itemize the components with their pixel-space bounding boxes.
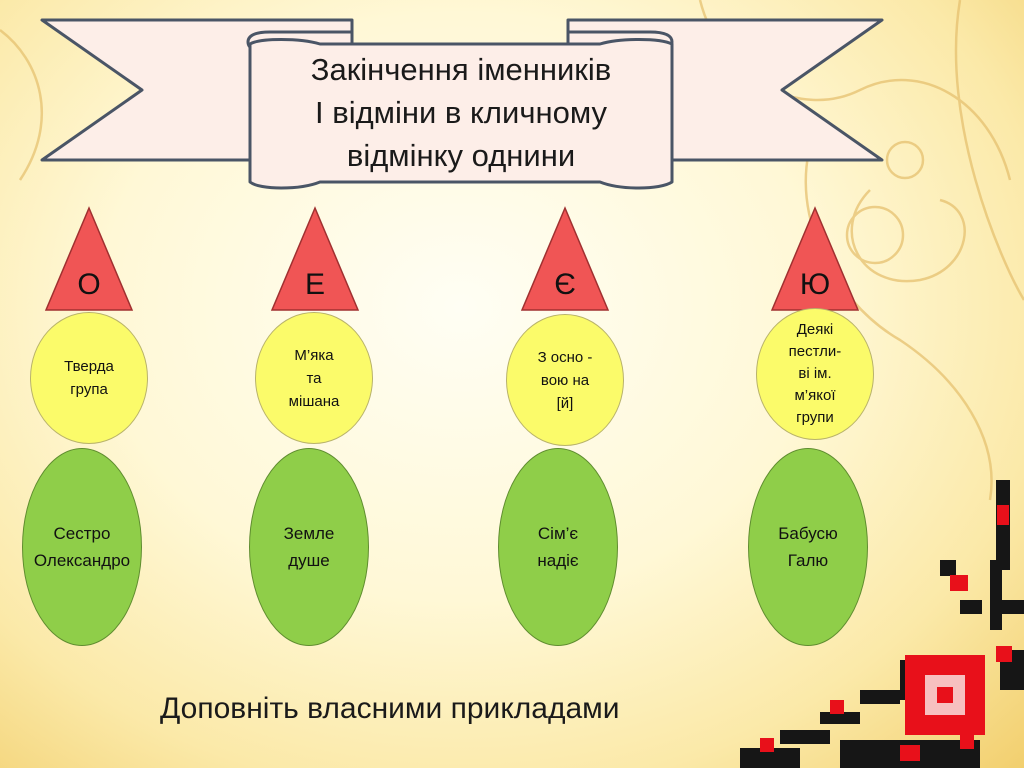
group-text: Тверда: [64, 358, 114, 375]
example-text: Сім’є: [537, 524, 579, 543]
ending-letter: Є: [554, 268, 576, 301]
instruction-text: Доповніть власними прикладами: [160, 692, 620, 725]
example-text: Бабусю: [778, 524, 838, 543]
example-text: Галю: [787, 551, 829, 570]
title-line: відмінку однини: [346, 138, 576, 173]
example-oval: Земле душе: [249, 448, 369, 646]
group-text: пестли-: [788, 343, 842, 360]
ending-triangle: [270, 206, 360, 311]
group-text: Деякі: [796, 321, 834, 338]
title-line: Закінчення іменників: [310, 52, 612, 87]
title-line: І відміни в кличному: [315, 95, 607, 130]
group-oval: Деякі пестли- ві ім. м’якої групи: [756, 308, 874, 440]
group-text: та: [306, 369, 322, 387]
group-text: вою на: [540, 371, 590, 389]
embroidery-ornament: [740, 480, 1024, 768]
ending-triangle: [44, 206, 134, 311]
example-oval: Сім’є надіє: [498, 448, 618, 646]
group-text: групи: [796, 409, 834, 426]
example-oval: Сестро Олександро: [22, 448, 142, 646]
group-text: ві ім.: [798, 365, 832, 382]
group-text: мішана: [288, 392, 340, 410]
example-text: надіє: [537, 551, 579, 570]
group-text: м’якої: [794, 387, 836, 404]
group-oval: З осно - вою на [й]: [506, 314, 624, 446]
diagram-title: Закінчення іменників І відміни в кличном…: [258, 48, 664, 177]
title-ribbon: [40, 18, 884, 190]
example-oval: Бабусю Галю: [748, 448, 868, 646]
group-text: З осно -: [537, 348, 593, 366]
ending-letter: Ю: [799, 268, 831, 301]
group-oval: М’яка та мішана: [255, 312, 373, 444]
example-text: Сестро: [53, 524, 111, 543]
ending-letter: Е: [304, 268, 325, 301]
example-text: Олександро: [33, 551, 131, 570]
group-text: [й]: [556, 394, 574, 412]
swirl-ornament: [0, 0, 1024, 501]
group-oval: Тверда група: [30, 312, 148, 444]
group-text: група: [70, 381, 108, 398]
ending-triangle: [520, 206, 610, 311]
example-text: Земле: [283, 524, 335, 543]
ending-letter: О: [77, 268, 101, 301]
example-text: душе: [288, 551, 330, 570]
group-text: М’яка: [294, 346, 334, 364]
ribbon-main-panel: [248, 38, 674, 190]
